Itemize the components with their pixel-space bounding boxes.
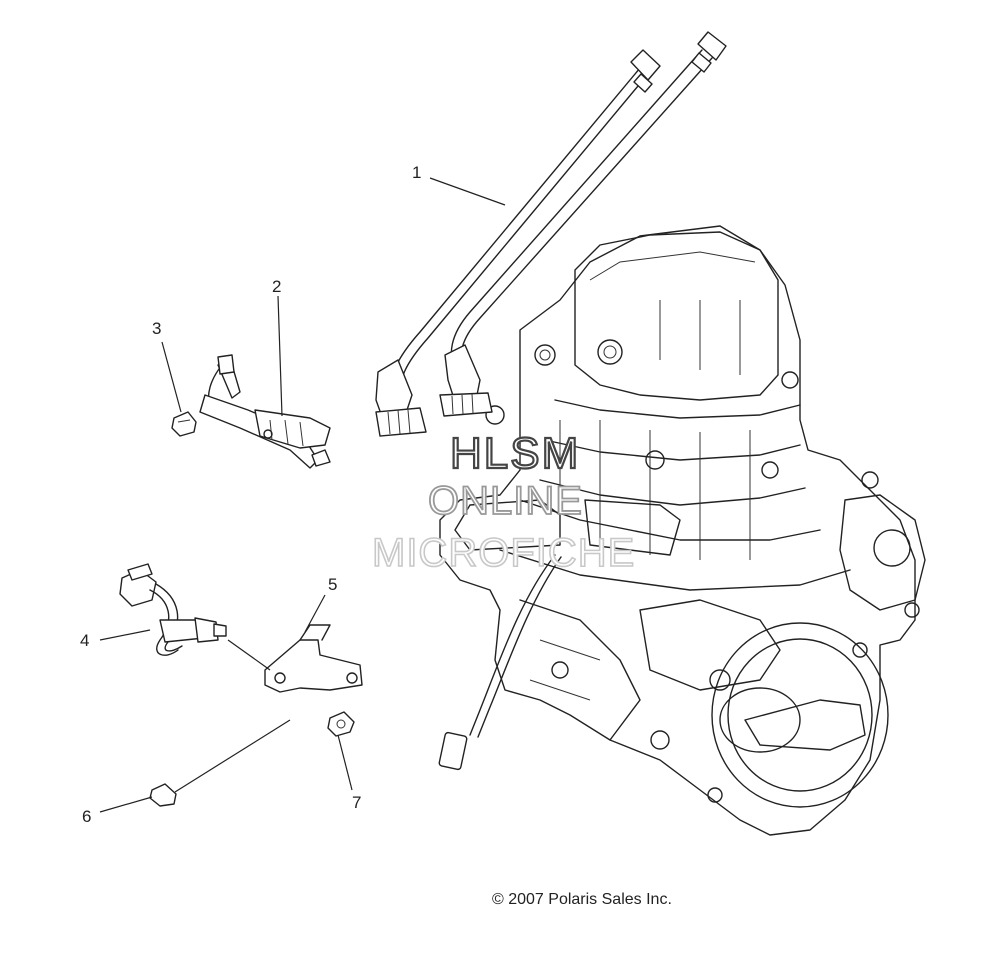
leader-7 (337, 734, 353, 791)
engine-assembly (438, 225, 926, 836)
watermark-line-3: MICROFICHE (372, 531, 635, 575)
callout-1: 1 (412, 163, 421, 182)
leader-4 (99, 629, 151, 641)
leader-lines (99, 177, 506, 813)
callout-7: 7 (352, 793, 361, 812)
part-1-spark-plug-leads (375, 31, 727, 437)
leader-3 (161, 341, 182, 413)
leader-6a (99, 796, 153, 813)
part-7-nut (327, 711, 355, 737)
leader-6b (174, 719, 291, 793)
callout-4: 4 (80, 631, 89, 650)
part-4-sensor-harness (119, 563, 227, 656)
callout-6: 6 (82, 807, 91, 826)
callout-numbers: 1 2 3 4 5 6 7 (80, 163, 421, 826)
part-3-screw (171, 411, 197, 437)
callout-2: 2 (272, 277, 281, 296)
part-6-bolt (149, 783, 177, 807)
copyright-notice: © 2007 Polaris Sales Inc. (492, 891, 672, 908)
callout-5: 5 (328, 575, 337, 594)
part-2-sensor-assembly (199, 354, 331, 469)
part-5-bracket (264, 624, 363, 693)
watermark-line-1: HLSM (450, 429, 580, 478)
watermark-line-2: ONLINE (428, 479, 583, 523)
leader-2 (277, 295, 283, 417)
watermark: HLSM ONLINE MICROFICHE (371, 428, 635, 576)
callout-3: 3 (152, 319, 161, 338)
leader-1 (429, 177, 506, 206)
leader-5 (304, 594, 326, 633)
leader-4-to-5 (227, 639, 271, 671)
